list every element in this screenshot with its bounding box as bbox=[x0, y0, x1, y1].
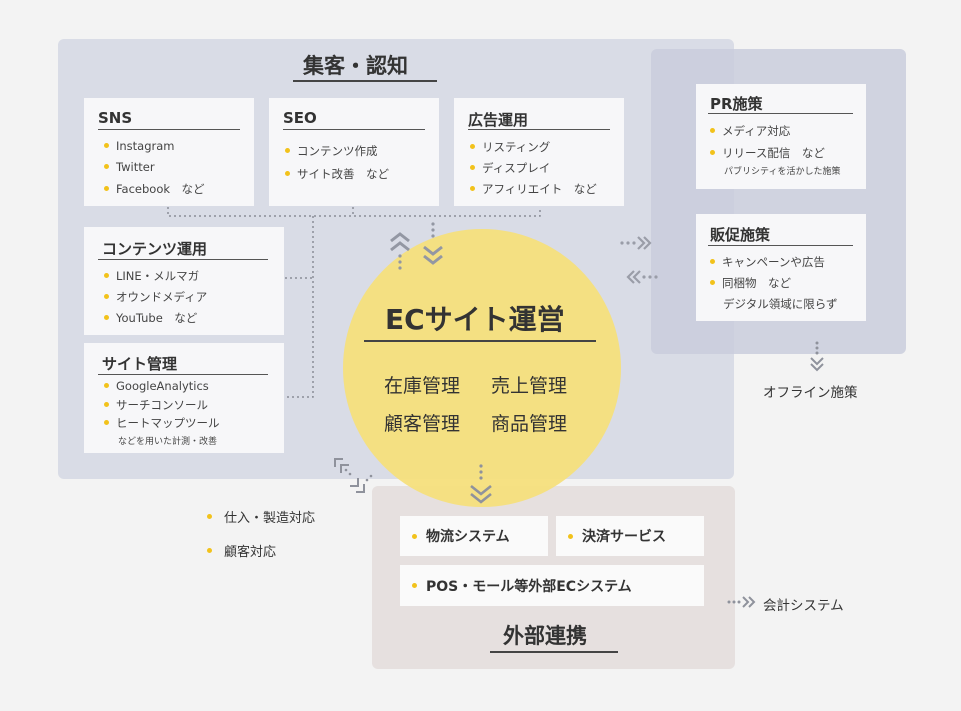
acquisition-title: 集客・認知 bbox=[303, 54, 408, 78]
bullet-icon bbox=[710, 128, 715, 133]
arrow-down-icon bbox=[470, 464, 492, 504]
arrow-right-icon bbox=[727, 596, 756, 608]
sns-rule bbox=[98, 129, 240, 130]
list-item: LINE・メルマガ bbox=[104, 268, 199, 284]
ads-card: 広告運用 リスティング ディスプレイ アフィリエイト など bbox=[454, 98, 624, 206]
sns-card: SNS Instagram Twitter Facebook など bbox=[84, 98, 254, 206]
left-vertical-connector bbox=[285, 216, 314, 398]
list-item: コンテンツ作成 bbox=[285, 143, 378, 159]
ec-operations-rule bbox=[364, 340, 596, 342]
bullet-icon bbox=[104, 315, 109, 320]
bullet-icon bbox=[207, 548, 212, 553]
center-item: 商品管理 bbox=[491, 413, 568, 435]
acquisition-title-rule bbox=[293, 80, 437, 82]
ads-rule bbox=[468, 129, 610, 130]
list-item: GoogleAnalytics bbox=[104, 379, 209, 393]
bullet-icon bbox=[470, 165, 475, 170]
content-rule bbox=[98, 259, 268, 260]
seo-title: SEO bbox=[283, 109, 317, 127]
seo-rule bbox=[283, 129, 425, 130]
bullet-icon bbox=[470, 144, 475, 149]
arrow-diagonal-icon bbox=[350, 474, 373, 493]
list-item: メディア対応 bbox=[710, 123, 790, 139]
promo-note: デジタル領域に限らず bbox=[723, 297, 838, 311]
list-item: 仕入・製造対応 bbox=[207, 507, 315, 526]
pr-card: PR施策 メディア対応 リリース配信 など パブリシティを活かした施策 bbox=[696, 84, 866, 189]
promo-title: 販促施策 bbox=[710, 226, 771, 244]
site-rule bbox=[98, 374, 268, 375]
pr-title: PR施策 bbox=[710, 95, 763, 113]
bullet-icon bbox=[285, 171, 290, 176]
external-title-rule bbox=[490, 651, 618, 653]
bullet-icon bbox=[104, 186, 109, 191]
bullet-icon bbox=[285, 148, 290, 153]
site-card: サイト管理 GoogleAnalytics サーチコンソール ヒートマップツール… bbox=[84, 343, 284, 453]
top-cards-connector bbox=[167, 207, 541, 217]
bullet-icon bbox=[710, 150, 715, 155]
center-item: 顧客管理 bbox=[384, 413, 461, 435]
bullet-icon bbox=[710, 280, 715, 285]
list-item: サーチコンソール bbox=[104, 397, 208, 413]
bullet-icon bbox=[104, 164, 109, 169]
bullet-icon bbox=[104, 383, 109, 388]
list-item: アフィリエイト など bbox=[470, 181, 597, 197]
bullet-icon bbox=[207, 514, 212, 519]
arrow-diagonal-icon bbox=[334, 458, 352, 476]
arrow-down-icon bbox=[810, 341, 824, 372]
bidirectional-arrow-icon bbox=[390, 222, 443, 270]
list-item: オウンドメディア bbox=[104, 289, 207, 305]
site-title: サイト管理 bbox=[102, 355, 178, 373]
accounting-label: 会計システム bbox=[763, 598, 844, 614]
bullet-icon bbox=[412, 583, 417, 588]
list-item: Instagram bbox=[104, 139, 175, 153]
list-item: Facebook など bbox=[104, 181, 205, 197]
bullet-icon bbox=[104, 402, 109, 407]
content-title: コンテンツ運用 bbox=[102, 240, 208, 258]
pos-mall-card: POS・モール等外部ECシステム bbox=[400, 565, 704, 606]
center-item: 在庫管理 bbox=[384, 375, 461, 397]
arrow-right-icon bbox=[620, 236, 652, 250]
bullet-icon bbox=[470, 186, 475, 191]
center-item: 売上管理 bbox=[491, 375, 568, 397]
ec-operations-title: ECサイト運営 bbox=[385, 303, 565, 336]
sns-title: SNS bbox=[98, 109, 133, 127]
list-item: リスティング bbox=[470, 139, 550, 155]
list-item: 顧客対応 bbox=[207, 541, 276, 560]
pr-rule bbox=[708, 113, 853, 114]
pr-note: パブリシティを活かした施策 bbox=[724, 167, 841, 177]
promo-rule bbox=[708, 245, 853, 246]
payment-card: 決済サービス bbox=[556, 516, 704, 556]
offline-label: オフライン施策 bbox=[763, 385, 858, 401]
bullet-icon bbox=[104, 420, 109, 425]
ads-title: 広告運用 bbox=[468, 111, 529, 129]
bullet-icon bbox=[104, 143, 109, 148]
bullet-icon bbox=[104, 273, 109, 278]
content-card: コンテンツ運用 LINE・メルマガ オウンドメディア YouTube など bbox=[84, 227, 284, 335]
list-item: サイト改善 など bbox=[285, 166, 389, 182]
list-item: ディスプレイ bbox=[470, 160, 550, 176]
bullet-icon bbox=[412, 533, 417, 539]
arrow-left-icon bbox=[626, 270, 658, 284]
list-item: 同梱物 など bbox=[710, 275, 791, 291]
promo-card: 販促施策 キャンペーンや広告 同梱物 など デジタル領域に限らず bbox=[696, 214, 866, 321]
logistics-card: 物流システム bbox=[400, 516, 548, 556]
list-item: ヒートマップツール bbox=[104, 415, 220, 431]
bullet-icon bbox=[104, 294, 109, 299]
site-note: などを用いた計測・改善 bbox=[118, 437, 218, 447]
ec-operations-circle bbox=[343, 229, 621, 507]
external-title: 外部連携 bbox=[503, 624, 587, 648]
bullet-icon bbox=[568, 533, 573, 539]
seo-card: SEO コンテンツ作成 サイト改善 など bbox=[269, 98, 439, 206]
list-item: リリース配信 など bbox=[710, 145, 825, 161]
list-item: Twitter bbox=[104, 160, 155, 174]
bullet-icon bbox=[710, 259, 715, 264]
list-item: キャンペーンや広告 bbox=[710, 254, 825, 270]
list-item: YouTube など bbox=[104, 310, 197, 326]
